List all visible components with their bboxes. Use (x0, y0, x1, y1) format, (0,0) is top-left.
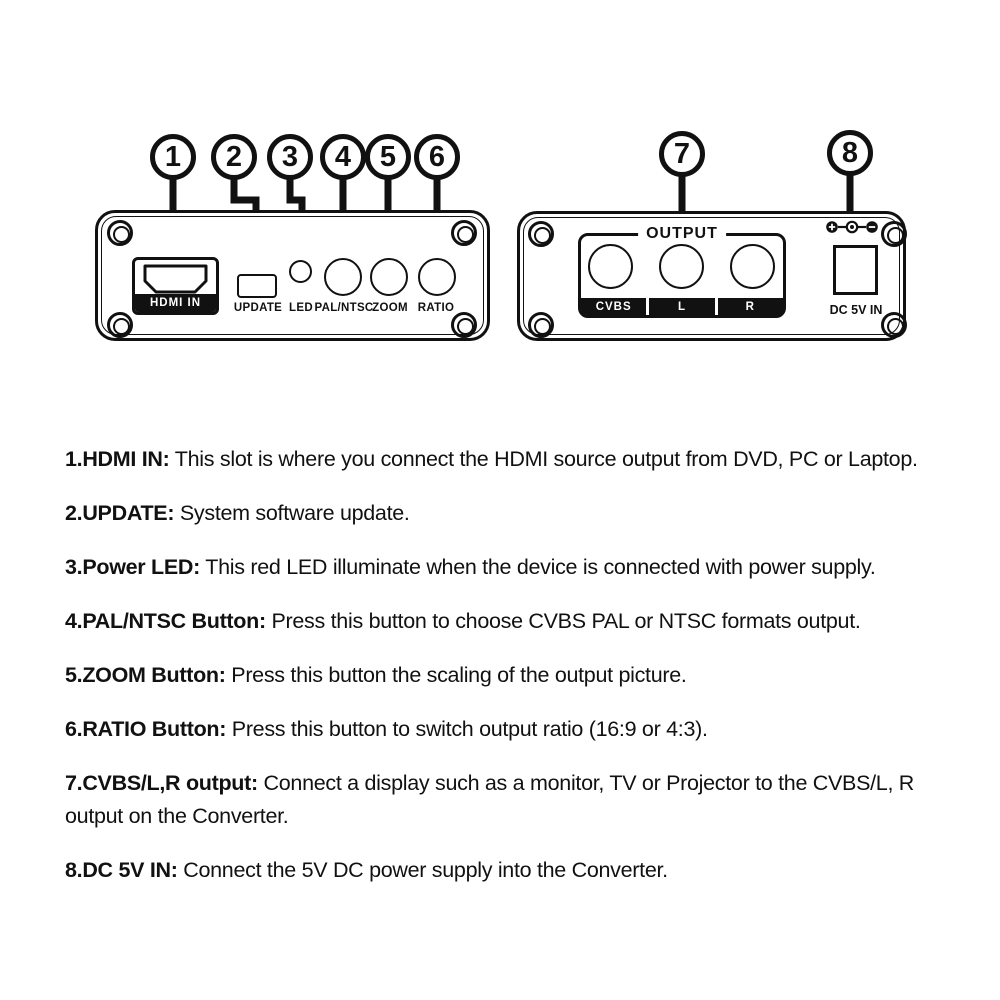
description-4-label: 4.PAL/NTSC Button: (65, 609, 266, 633)
description-6-label: 6.RATIO Button: (65, 717, 227, 741)
callout-2: 2 (211, 134, 257, 180)
zoom-label: ZOOM (372, 302, 408, 314)
update-button (237, 274, 277, 298)
callout-1-number: 1 (164, 140, 182, 173)
description-8-text: Connect the 5V DC power supply into the … (177, 858, 668, 882)
hdmi-port: HDMI IN (132, 257, 219, 315)
callout-7: 7 (659, 131, 705, 177)
callout-5-number: 5 (379, 140, 397, 173)
callout-3: 3 (267, 134, 313, 180)
pal-ntsc-button (324, 258, 362, 296)
description-2: 2.UPDATE: System software update. (65, 497, 960, 530)
left-audio-jack-label: L (649, 298, 715, 315)
description-6: 6.RATIO Button: Press this button to swi… (65, 713, 960, 746)
description-5-text: Press this button the scaling of the out… (225, 663, 687, 687)
description-3-label: 3.Power LED: (65, 555, 200, 579)
screw-icon (528, 312, 554, 338)
screw-icon (451, 312, 477, 338)
left-audio-jack (659, 244, 704, 289)
description-3-text: This red LED illuminate when the device … (200, 555, 876, 579)
callout-8: 8 (827, 130, 873, 176)
dc-polarity-icon (826, 220, 878, 234)
callout-4: 4 (320, 134, 366, 180)
screw-icon (881, 221, 907, 247)
description-1-label: 1.HDMI IN: (65, 447, 170, 471)
dc-power-jack (833, 245, 878, 295)
description-1-text: This slot is where you connect the HDMI … (169, 447, 918, 471)
screw-icon (881, 312, 907, 338)
cvbs-jack-label: CVBS (581, 298, 647, 315)
description-6-text: Press this button to switch output ratio… (226, 717, 708, 741)
callout-6-number: 6 (428, 140, 446, 173)
callout-6: 6 (414, 134, 460, 180)
screw-icon (451, 220, 477, 246)
description-8: 8.DC 5V IN: Connect the 5V DC power supp… (65, 854, 960, 887)
description-3: 3.Power LED: This red LED illuminate whe… (65, 551, 960, 584)
description-5-label: 5.ZOOM Button: (65, 663, 226, 687)
device-diagram: 1 2 3 4 5 6 7 8 HDMI IN UPDATE LED PAL/N… (0, 0, 1000, 430)
callout-5: 5 (365, 134, 411, 180)
ratio-button (418, 258, 456, 296)
right-audio-jack-label: R (717, 298, 783, 315)
jack-labels-bar: CVBS L R (581, 298, 783, 315)
callout-7-number: 7 (673, 137, 691, 170)
description-1: 1.HDMI IN: This slot is where you connec… (65, 443, 960, 476)
description-7-text: Connect a display such as a monitor, TV … (65, 771, 915, 828)
description-2-label: 2.UPDATE: (65, 501, 175, 525)
description-7: 7.CVBS/L,R output: Connect a display suc… (65, 767, 960, 833)
hdmi-connector-icon (143, 264, 208, 294)
description-7-label: 7.CVBS/L,R output: (65, 771, 258, 795)
callout-8-number: 8 (841, 136, 859, 169)
screw-icon (107, 220, 133, 246)
screw-icon (528, 221, 554, 247)
hdmi-port-label: HDMI IN (135, 294, 216, 312)
cvbs-jack (588, 244, 633, 289)
pal-ntsc-label: PAL/NTSC (314, 302, 374, 314)
feature-descriptions: 1.HDMI IN: This slot is where you connec… (65, 443, 960, 908)
update-label: UPDATE (233, 302, 283, 314)
description-4: 4.PAL/NTSC Button: Press this button to … (65, 605, 960, 638)
description-5: 5.ZOOM Button: Press this button the sca… (65, 659, 960, 692)
zoom-button (370, 258, 408, 296)
ratio-label: RATIO (417, 302, 455, 314)
description-4-text: Press this button to choose CVBS PAL or … (265, 609, 861, 633)
callout-3-number: 3 (281, 140, 299, 173)
callout-1: 1 (150, 134, 196, 180)
led-label: LED (289, 302, 313, 314)
callout-4-number: 4 (334, 140, 352, 173)
callout-2-number: 2 (225, 140, 243, 173)
output-label: OUTPUT (638, 225, 726, 243)
description-2-text: System software update. (174, 501, 410, 525)
screw-icon (107, 312, 133, 338)
dc-5v-in-label: DC 5V IN (829, 303, 883, 317)
power-led (289, 260, 312, 283)
description-8-label: 8.DC 5V IN: (65, 858, 178, 882)
right-audio-jack (730, 244, 775, 289)
